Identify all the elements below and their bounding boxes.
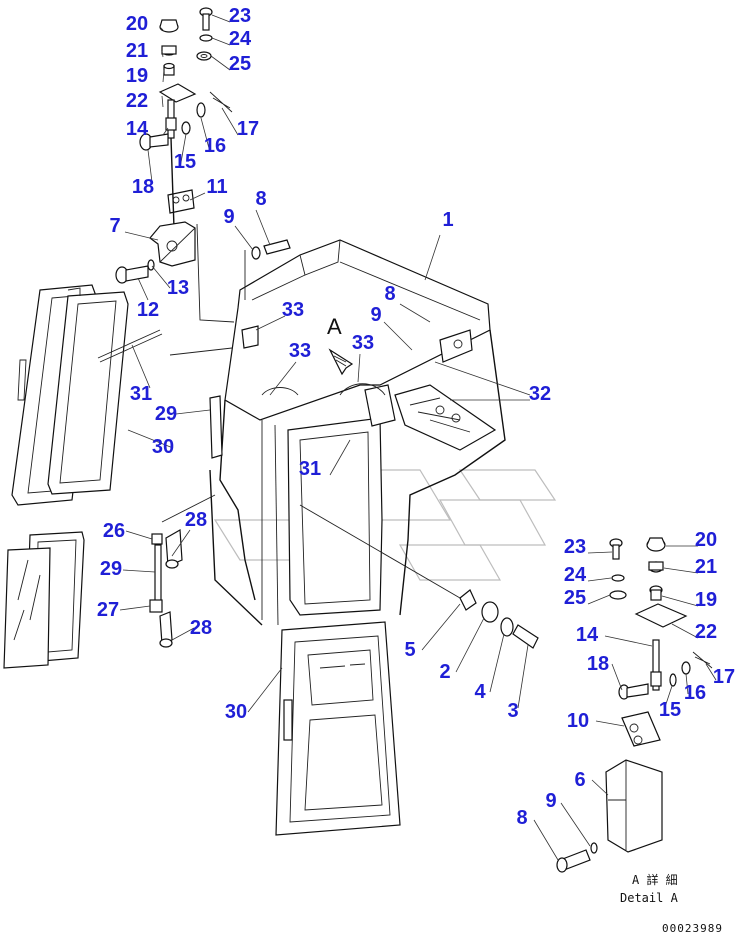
callout-20: 20 — [126, 13, 148, 35]
callout-7: 7 — [109, 215, 120, 237]
callout-14: 14 — [126, 118, 149, 140]
front-door — [275, 621, 401, 836]
callout-16: 16 — [204, 135, 226, 157]
callout-33: 33 — [352, 332, 374, 354]
callout-23: 23 — [564, 536, 586, 558]
callout-13: 13 — [167, 277, 189, 299]
callout-31: 31 — [299, 458, 321, 480]
callout-4: 4 — [474, 681, 486, 703]
drawing-number: 00023989 — [662, 922, 723, 935]
callout-24: 24 — [564, 564, 587, 586]
callout-33: 33 — [282, 299, 304, 321]
callout-23: 23 — [229, 5, 251, 27]
callout-25: 25 — [229, 53, 251, 75]
callout-22: 22 — [695, 621, 717, 643]
callout-9: 9 — [545, 790, 556, 812]
seal-strip — [97, 329, 163, 363]
callout-20: 20 — [695, 529, 717, 551]
callout-21: 21 — [695, 556, 717, 578]
callout-30: 30 — [225, 701, 247, 723]
callout-9: 9 — [223, 206, 234, 228]
callout-8: 8 — [255, 188, 266, 210]
callout-29: 29 — [155, 403, 177, 425]
callout-24: 24 — [229, 28, 252, 50]
callout-27: 27 — [97, 599, 119, 621]
callout-33: 33 — [289, 340, 311, 362]
door-glass-left — [3, 531, 85, 669]
upper-hinge-assembly — [115, 7, 291, 284]
callout-31: 31 — [130, 383, 152, 405]
watermark — [213, 469, 557, 581]
callout-6: 6 — [574, 769, 585, 791]
callout-5: 5 — [404, 639, 415, 661]
callout-3: 3 — [507, 700, 518, 722]
callout-25: 25 — [564, 587, 586, 609]
callout-22: 22 — [126, 90, 148, 112]
callout-32: 32 — [529, 383, 551, 405]
callout-17: 17 — [713, 666, 735, 688]
latch-hardware — [299, 504, 539, 649]
callout-1: 1 — [442, 209, 453, 231]
callout-8: 8 — [516, 807, 527, 829]
cab-body — [169, 223, 506, 626]
callout-9: 9 — [370, 304, 381, 326]
callout-8: 8 — [384, 283, 395, 305]
view-marker: A — [327, 314, 342, 339]
callout-12: 12 — [137, 299, 159, 321]
callout-19: 19 — [126, 65, 148, 87]
callout-14: 14 — [576, 624, 599, 646]
detail-caption-jp: A 詳 細 — [632, 872, 678, 887]
callout-28: 28 — [190, 617, 212, 639]
callout-29: 29 — [100, 558, 122, 580]
callout-2: 2 — [439, 661, 450, 683]
callout-17: 17 — [237, 118, 259, 140]
callout-21: 21 — [126, 40, 148, 62]
door-frame-left — [11, 284, 129, 506]
callout-11: 11 — [206, 176, 227, 198]
callout-10: 10 — [567, 710, 589, 732]
callout-18: 18 — [587, 653, 609, 675]
callout-15: 15 — [174, 151, 196, 173]
callout-26: 26 — [103, 520, 125, 542]
callout-15: 15 — [659, 699, 681, 721]
callout-16: 16 — [684, 682, 706, 704]
callout-18: 18 — [132, 176, 154, 198]
callout-28: 28 — [185, 509, 207, 531]
callout-19: 19 — [695, 589, 717, 611]
leader-lines — [119, 14, 717, 861]
handle-assembly — [149, 494, 216, 648]
detail-a — [556, 537, 713, 873]
callout-30: 30 — [152, 436, 174, 458]
detail-caption-en: Detail A — [620, 891, 679, 905]
